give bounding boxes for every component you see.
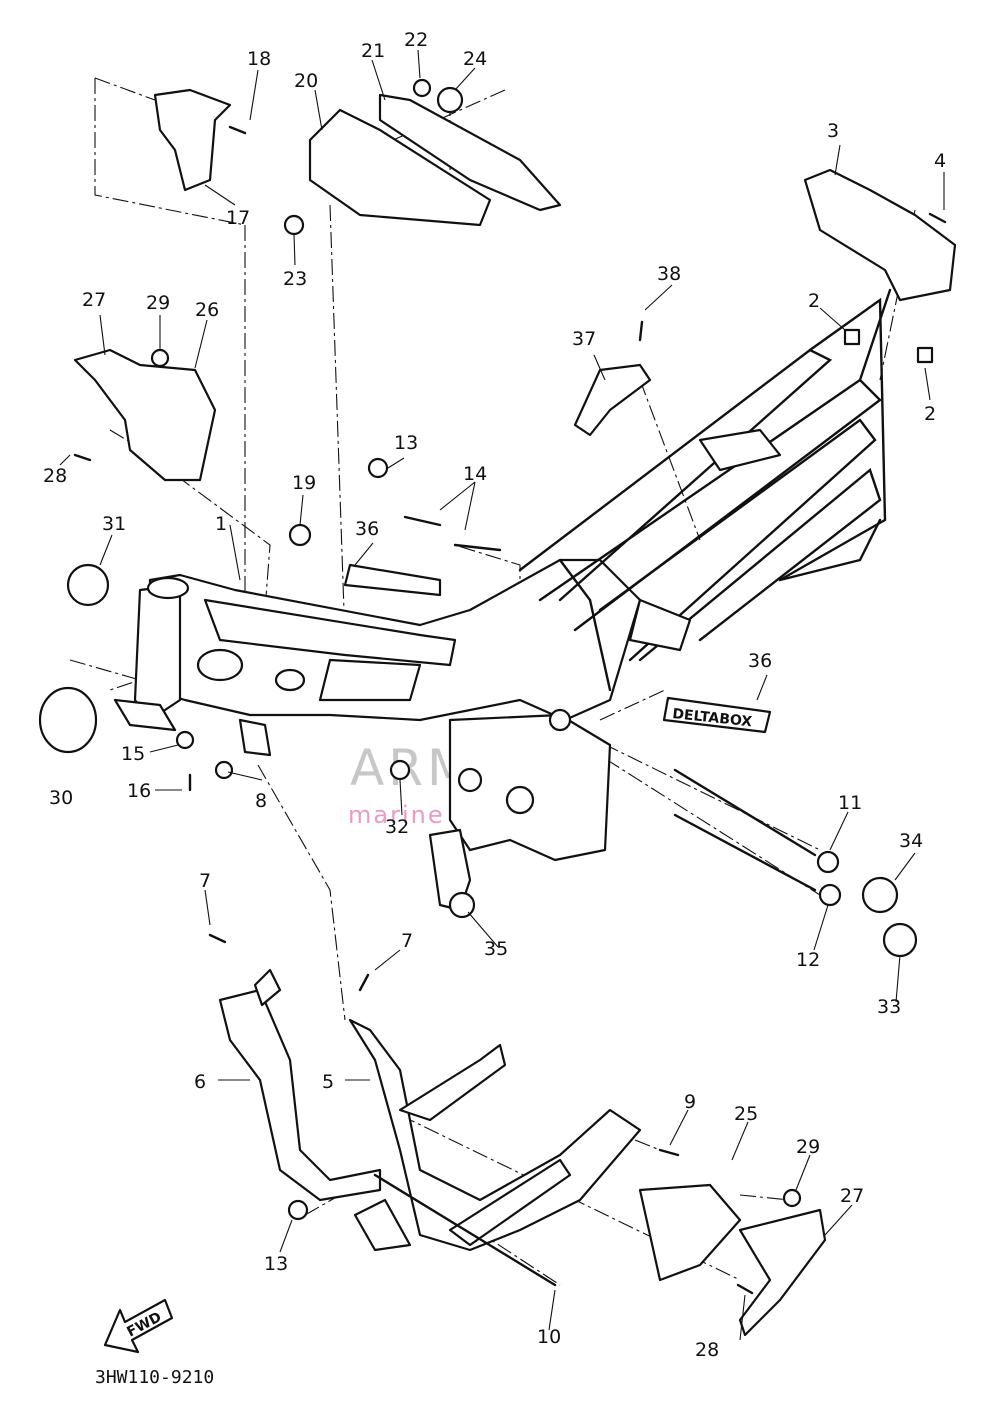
callout-32: 32	[385, 816, 409, 838]
callout-29a: 29	[146, 292, 170, 314]
callout-labels: 1 2 2 3 4 5 6 7 7 8 9 10 11 12 13 13 14 …	[43, 29, 946, 1361]
callout-24: 24	[463, 48, 487, 70]
diagram-code: 3HW110-9210	[95, 1367, 214, 1388]
leader-lines	[59, 49, 945, 1341]
callout-19: 19	[292, 472, 316, 494]
components: DELTABOX	[38, 78, 957, 1337]
callout-3: 3	[827, 120, 839, 142]
callout-2b: 2	[924, 403, 936, 425]
callout-21: 21	[361, 40, 385, 62]
callout-18: 18	[247, 48, 271, 70]
callout-2a: 2	[808, 290, 820, 312]
callout-27a: 27	[82, 289, 106, 311]
callout-30: 30	[49, 787, 73, 809]
callout-10: 10	[537, 1326, 561, 1348]
callout-4: 4	[934, 150, 946, 172]
callout-7a: 7	[199, 870, 211, 892]
callout-8: 8	[255, 790, 267, 812]
callout-27b: 27	[840, 1185, 864, 1207]
callout-33: 33	[877, 996, 901, 1018]
callout-13a: 13	[394, 432, 418, 454]
callout-35: 35	[484, 938, 508, 960]
callout-12: 12	[796, 949, 820, 971]
callout-13b: 13	[264, 1253, 288, 1275]
callout-28b: 28	[695, 1339, 719, 1361]
callout-14: 14	[463, 463, 487, 485]
callout-36a: 36	[355, 518, 379, 540]
fwd-arrow: FWD	[103, 1298, 174, 1354]
callout-36b: 36	[748, 650, 772, 672]
callout-9: 9	[684, 1091, 696, 1113]
callout-22: 22	[404, 29, 428, 51]
callout-15: 15	[121, 743, 145, 765]
callout-16: 16	[127, 780, 151, 802]
callout-1: 1	[215, 513, 227, 535]
callout-28a: 28	[43, 465, 67, 487]
callout-26: 26	[195, 299, 219, 321]
main-frame	[113, 288, 892, 862]
callout-31: 31	[102, 513, 126, 535]
lower-frame	[218, 968, 642, 1252]
callout-5: 5	[322, 1071, 334, 1093]
callout-6: 6	[194, 1071, 206, 1093]
callout-17: 17	[226, 207, 250, 229]
callout-11: 11	[838, 792, 862, 814]
callout-37: 37	[572, 328, 596, 350]
callout-38: 38	[657, 263, 681, 285]
callout-20: 20	[294, 70, 318, 92]
callout-29b: 29	[796, 1136, 820, 1158]
callout-23: 23	[283, 268, 307, 290]
callout-34: 34	[899, 830, 923, 852]
callout-7b: 7	[401, 930, 413, 952]
callout-25: 25	[734, 1103, 758, 1125]
